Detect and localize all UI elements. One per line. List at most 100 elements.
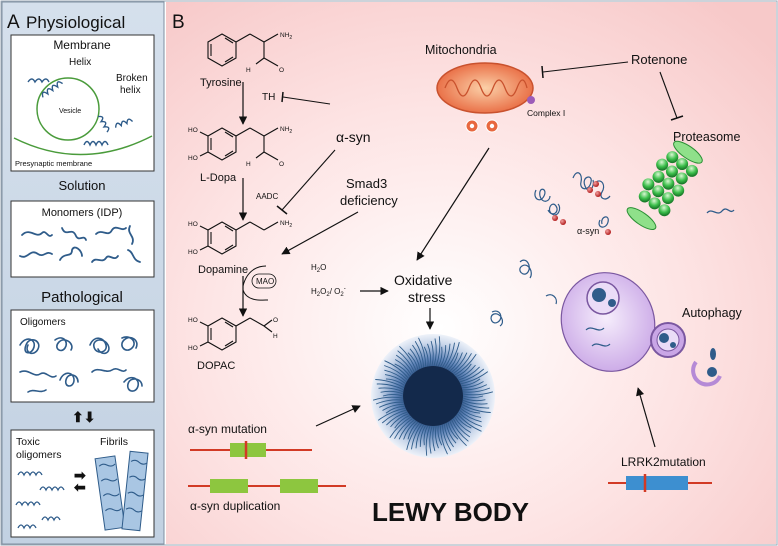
lewy-fibril — [376, 383, 404, 391]
lewy-fibril — [462, 387, 491, 393]
lewy-fibril — [449, 352, 463, 372]
lewy-fibril — [412, 344, 423, 369]
membrane-label: Membrane — [53, 38, 111, 52]
asyn-inhibits-th — [282, 96, 331, 105]
rotenone-inhibits-proteasome — [659, 71, 678, 119]
autophagy-label: Autophagy — [682, 306, 743, 320]
lewy-fibril — [399, 345, 417, 372]
lewy-fibril — [384, 374, 406, 385]
lewy-fibril — [457, 364, 476, 379]
toxic-label-1: Toxic — [16, 436, 40, 448]
lewy-fibril — [423, 346, 429, 367]
dopamine-label: Dopamine — [198, 264, 248, 276]
presynaptic-label: Presynaptic membrane — [15, 159, 92, 168]
asyn-inhibits-aadc — [281, 149, 336, 211]
arrow-mito-oxidative — [416, 147, 490, 261]
proteasome-inhibition-bar — [670, 115, 684, 121]
lewy-fibril — [394, 363, 411, 377]
smad3-label-2: deficiency — [340, 193, 398, 208]
mao-box — [251, 273, 277, 289]
ldopa-ho-1: HO — [188, 127, 198, 134]
lewy-fibril — [375, 399, 404, 405]
lewy-fibril — [377, 407, 406, 421]
aadc-inhibition-bar — [276, 205, 288, 215]
dopac-structure — [199, 317, 273, 351]
lewy-fibril — [394, 359, 412, 376]
dopamine-ho-1: HO — [188, 221, 198, 228]
oligomers-box — [10, 309, 155, 403]
helix-coil-vesicle-3 — [97, 115, 110, 133]
lewy-fibril — [432, 425, 436, 452]
lewy-fibril — [454, 416, 472, 433]
lewy-fibril — [389, 416, 412, 438]
lewy-fibril — [385, 378, 406, 387]
lewy-fibril — [441, 343, 451, 368]
oxidative-label-2: stress — [408, 289, 445, 305]
tyrosine-o: H — [246, 67, 251, 74]
lewy-fibril — [435, 425, 439, 449]
lewy-fibril — [439, 345, 447, 368]
mito-inhibition-bar — [541, 65, 544, 79]
lewy-fibril — [394, 417, 414, 439]
physiological-label: Physiological — [26, 13, 125, 32]
rotenone-label: Rotenone — [631, 52, 687, 67]
lewy-fibril — [433, 338, 437, 367]
asyn-main-label: α-syn — [336, 129, 371, 145]
lewy-fibril — [415, 424, 425, 449]
rotenone-inhibits-mito — [542, 61, 629, 73]
lewy-fibril — [461, 403, 491, 413]
proteasome-label: Proteasome — [673, 130, 740, 144]
tyrosine-label: Tyrosine — [200, 77, 242, 89]
lewy-fibril — [409, 348, 421, 370]
th-label: TH — [262, 92, 275, 103]
lewy-fibril — [384, 360, 410, 379]
mitochondria-graphic — [436, 62, 535, 133]
asyn-cluster-graphic — [534, 172, 611, 228]
lewy-fibril — [462, 395, 484, 399]
lewy-fibril — [406, 422, 421, 450]
lewy-fibril — [390, 413, 409, 428]
lewy-fibril — [456, 413, 482, 432]
lewy-fibril — [394, 414, 411, 429]
lewy-fibril — [437, 425, 443, 446]
complex1-label: Complex I — [527, 108, 565, 118]
lewy-fibril — [411, 423, 423, 450]
fibril-shapes — [94, 450, 149, 532]
lewy-fibril — [395, 354, 414, 374]
dopamine-ho-2: HO — [188, 249, 198, 256]
broken-helix-label-2: helix — [120, 85, 141, 96]
dopac-oh: H — [273, 333, 278, 340]
mao-curve-down — [242, 289, 269, 301]
arrow-mutation-lewy — [315, 405, 361, 427]
lewy-fibril — [460, 407, 482, 418]
lewy-fibril — [429, 425, 433, 454]
lewy-fibril — [407, 421, 419, 440]
lewy-fibril — [414, 341, 425, 368]
lewy-fibril — [443, 423, 454, 448]
lewy-body-graphic — [371, 334, 495, 458]
oligomers-label: Oligomers — [20, 317, 66, 328]
tyrosine-oh: O — [279, 67, 284, 74]
lewy-fibril — [419, 424, 427, 447]
lewy-fibril — [443, 342, 455, 369]
lewy-fibril — [462, 399, 488, 405]
lewy-fibril — [460, 371, 489, 385]
ldopa-ho-2: HO — [188, 155, 198, 162]
ldopa-label: L-Dopa — [200, 172, 237, 184]
asyn-duplication-gene — [188, 479, 346, 493]
lewy-fibril — [449, 420, 467, 447]
vesicle-label: Vesicle — [59, 108, 81, 115]
lewy-fibril — [378, 387, 404, 393]
asyn-duplication-label: α-syn duplication — [190, 499, 280, 513]
helix-coil-vesicle-1 — [41, 81, 64, 98]
lewy-fibril — [384, 365, 408, 381]
lewy-fibril — [460, 405, 481, 414]
lewy-body-label: LEWY BODY — [372, 497, 529, 527]
oxidative-label-1: Oxidative — [394, 272, 453, 288]
lewy-fibril — [458, 366, 480, 381]
helix-coil-vesicle-2 — [27, 78, 50, 84]
dopac-o: O — [273, 317, 278, 324]
toxic-fibril-arrows-2: ➡ — [74, 467, 86, 483]
membrane-box — [10, 34, 155, 172]
lewy-fibril — [381, 409, 407, 424]
